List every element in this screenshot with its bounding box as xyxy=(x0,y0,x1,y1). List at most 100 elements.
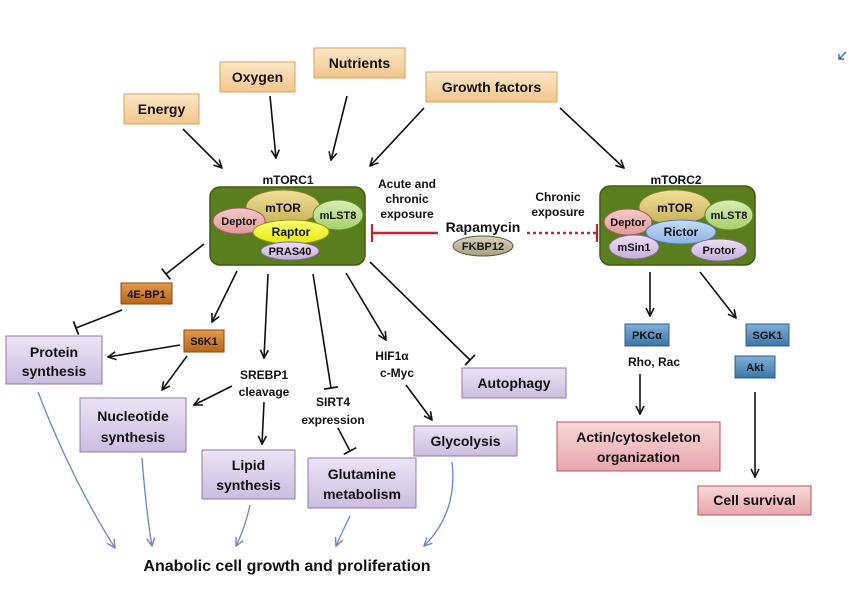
actin-cytoskeleton-box: Actin/cytoskeleton organization xyxy=(556,421,721,472)
mtorc2-mtor-label: mTOR xyxy=(657,201,693,215)
oxygen-box: Oxygen xyxy=(219,61,296,93)
growth-factors-mtorc1-arrow xyxy=(370,107,425,166)
mtorc1-pras40-label: PRAS40 xyxy=(269,246,312,258)
akt-label: Akt xyxy=(746,362,764,374)
actin-label-1: Actin/cytoskeleton xyxy=(576,429,700,445)
nucleotide-synthesis-label-1: Nucleotide xyxy=(97,408,169,424)
acute-exposure-label-1: Acute and xyxy=(378,177,436,191)
protein-synthesis-box: Protein synthesis xyxy=(5,335,103,385)
mtorc1-deptor xyxy=(212,207,266,235)
mtorc1-deptor-label: Deptor xyxy=(221,216,257,228)
s6k1-label: S6K1 xyxy=(190,336,218,348)
nucleotide-synthesis-box: Nucleotide synthesis xyxy=(79,397,187,453)
sgk1-node: SGK1 xyxy=(745,323,790,347)
mtorc1-raptor-label: Raptor xyxy=(272,225,311,239)
mtorc2-rictor xyxy=(645,219,717,245)
chronic-exposure-label-1: Chronic xyxy=(535,190,581,204)
acute-exposure-label-2: chronic xyxy=(385,192,429,206)
glutamine-label-1: Glutamine xyxy=(328,466,397,482)
nucleotide-outcome-arrow xyxy=(141,457,152,546)
glutamine-label-2: metabolism xyxy=(323,486,401,502)
protein-synthesis-label-1: Protein xyxy=(30,344,78,360)
collapse-icon[interactable] xyxy=(838,51,847,60)
mtorc2-sgk1-arrow xyxy=(699,271,736,318)
outcome-label: Anabolic cell growth and proliferation xyxy=(143,558,430,575)
glycolysis-outcome-arrow xyxy=(424,461,454,546)
cell-survival-label: Cell survival xyxy=(713,492,796,508)
glycolysis-box: Glycolysis xyxy=(413,425,518,457)
rho-rac-label: Rho, Rac xyxy=(628,355,680,369)
acute-exposure-label-3: exposure xyxy=(380,207,434,221)
mtorc2-msin1-label: mSin1 xyxy=(617,242,650,254)
sirt4-label-1: SIRT4 xyxy=(316,395,350,409)
hif1a-glycolysis-arrow xyxy=(405,384,432,420)
lipid-synthesis-label-1: Lipid xyxy=(232,457,265,473)
nutrients-arrow xyxy=(331,95,348,160)
mtorc1-title: mTORC1 xyxy=(262,173,313,187)
oxygen-arrow xyxy=(269,95,276,158)
nutrients-box: Nutrients xyxy=(313,47,406,79)
mtorc1-complex: mTOR Deptor mLST8 Raptor PRAS40 xyxy=(209,186,366,266)
mtorc2-deptor-label: Deptor xyxy=(610,217,646,229)
chronic-exposure-label-2: exposure xyxy=(531,205,585,219)
mtorc1-srebp1-arrow xyxy=(264,273,268,358)
growth-factors-mtorc2-arrow xyxy=(559,107,624,168)
hif1a-label: HIF1α xyxy=(375,349,409,363)
energy-box: Energy xyxy=(123,93,200,125)
nucleotide-synthesis-label-2: synthesis xyxy=(101,429,166,445)
4ebp1-node: 4E-BP1 xyxy=(120,282,173,305)
nutrients-label: Nutrients xyxy=(329,55,391,71)
autophagy-box: Autophagy xyxy=(461,367,567,399)
rapamycin-label: Rapamycin xyxy=(446,219,521,235)
s6k1-nucleotide-arrow xyxy=(162,355,188,390)
energy-arrow xyxy=(182,128,222,168)
oxygen-label: Oxygen xyxy=(232,69,283,85)
mtorc1-pras40 xyxy=(260,241,320,261)
srebp1-lipid-arrow xyxy=(262,401,264,444)
mtorc2-title: mTORC2 xyxy=(650,173,701,187)
4ebp1-protein-inhibition xyxy=(72,309,123,335)
growth-factors-label: Growth factors xyxy=(442,79,542,95)
mtorc1-autophagy-inhibition xyxy=(369,261,476,366)
cmyc-label: c-Myc xyxy=(380,366,414,380)
pkc-node: PKCα xyxy=(624,323,670,347)
sgk1-label: SGK1 xyxy=(753,330,783,342)
fkbp12-node: FKBP12 xyxy=(452,235,514,257)
mtorc2-mlst8-label: mLST8 xyxy=(711,210,748,222)
sirt4-glutamine-inhibition xyxy=(337,427,357,456)
glycolysis-label: Glycolysis xyxy=(430,433,500,449)
protein-outcome-arrow xyxy=(37,391,115,548)
mtorc2-complex: mTOR Deptor mLST8 Rictor mSin1 Protor xyxy=(599,185,756,266)
s6k1-protein-arrow xyxy=(108,344,181,357)
mtorc1-mlst8 xyxy=(312,199,364,231)
cell-survival-box: Cell survival xyxy=(697,485,812,516)
lipid-outcome-arrow xyxy=(236,504,251,546)
mtorc1-mlst8-label: mLST8 xyxy=(320,210,357,222)
mtorc1-s6k1-arrow xyxy=(212,270,238,322)
mtorc2-rictor-label: Rictor xyxy=(664,225,699,239)
mtorc2-mlst8 xyxy=(704,199,754,231)
mtorc2-protor xyxy=(690,238,748,262)
glutamine-outcome-arrow xyxy=(336,515,351,546)
srebp1-label-2: cleavage xyxy=(239,385,290,399)
s6k1-node: S6K1 xyxy=(183,329,225,353)
mtorc1-hif1a-arrow xyxy=(345,272,386,340)
mtorc1-sirt4-inhibition xyxy=(312,273,339,390)
pkc-label: PKCα xyxy=(632,330,662,342)
lipid-synthesis-label-2: synthesis xyxy=(216,477,281,493)
mtorc1-4ebp1-inhibition xyxy=(160,243,205,281)
4ebp1-label: 4E-BP1 xyxy=(127,289,166,301)
srebp1-nucleotide-arrow xyxy=(194,385,233,405)
growth-factors-box: Growth factors xyxy=(425,71,558,103)
mtorc2-msin1 xyxy=(608,234,660,260)
protein-synthesis-label-2: synthesis xyxy=(22,363,87,379)
mtorc2-protor-label: Protor xyxy=(703,245,737,257)
glutamine-metabolism-box: Glutamine metabolism xyxy=(307,457,417,509)
fkbp12-label: FKBP12 xyxy=(462,241,504,253)
lipid-synthesis-box: Lipid synthesis xyxy=(201,449,296,500)
autophagy-label: Autophagy xyxy=(477,375,550,391)
energy-label: Energy xyxy=(138,101,186,117)
sirt4-label-2: expression xyxy=(301,413,364,427)
mtorc1-mtor-label: mTOR xyxy=(265,201,301,215)
